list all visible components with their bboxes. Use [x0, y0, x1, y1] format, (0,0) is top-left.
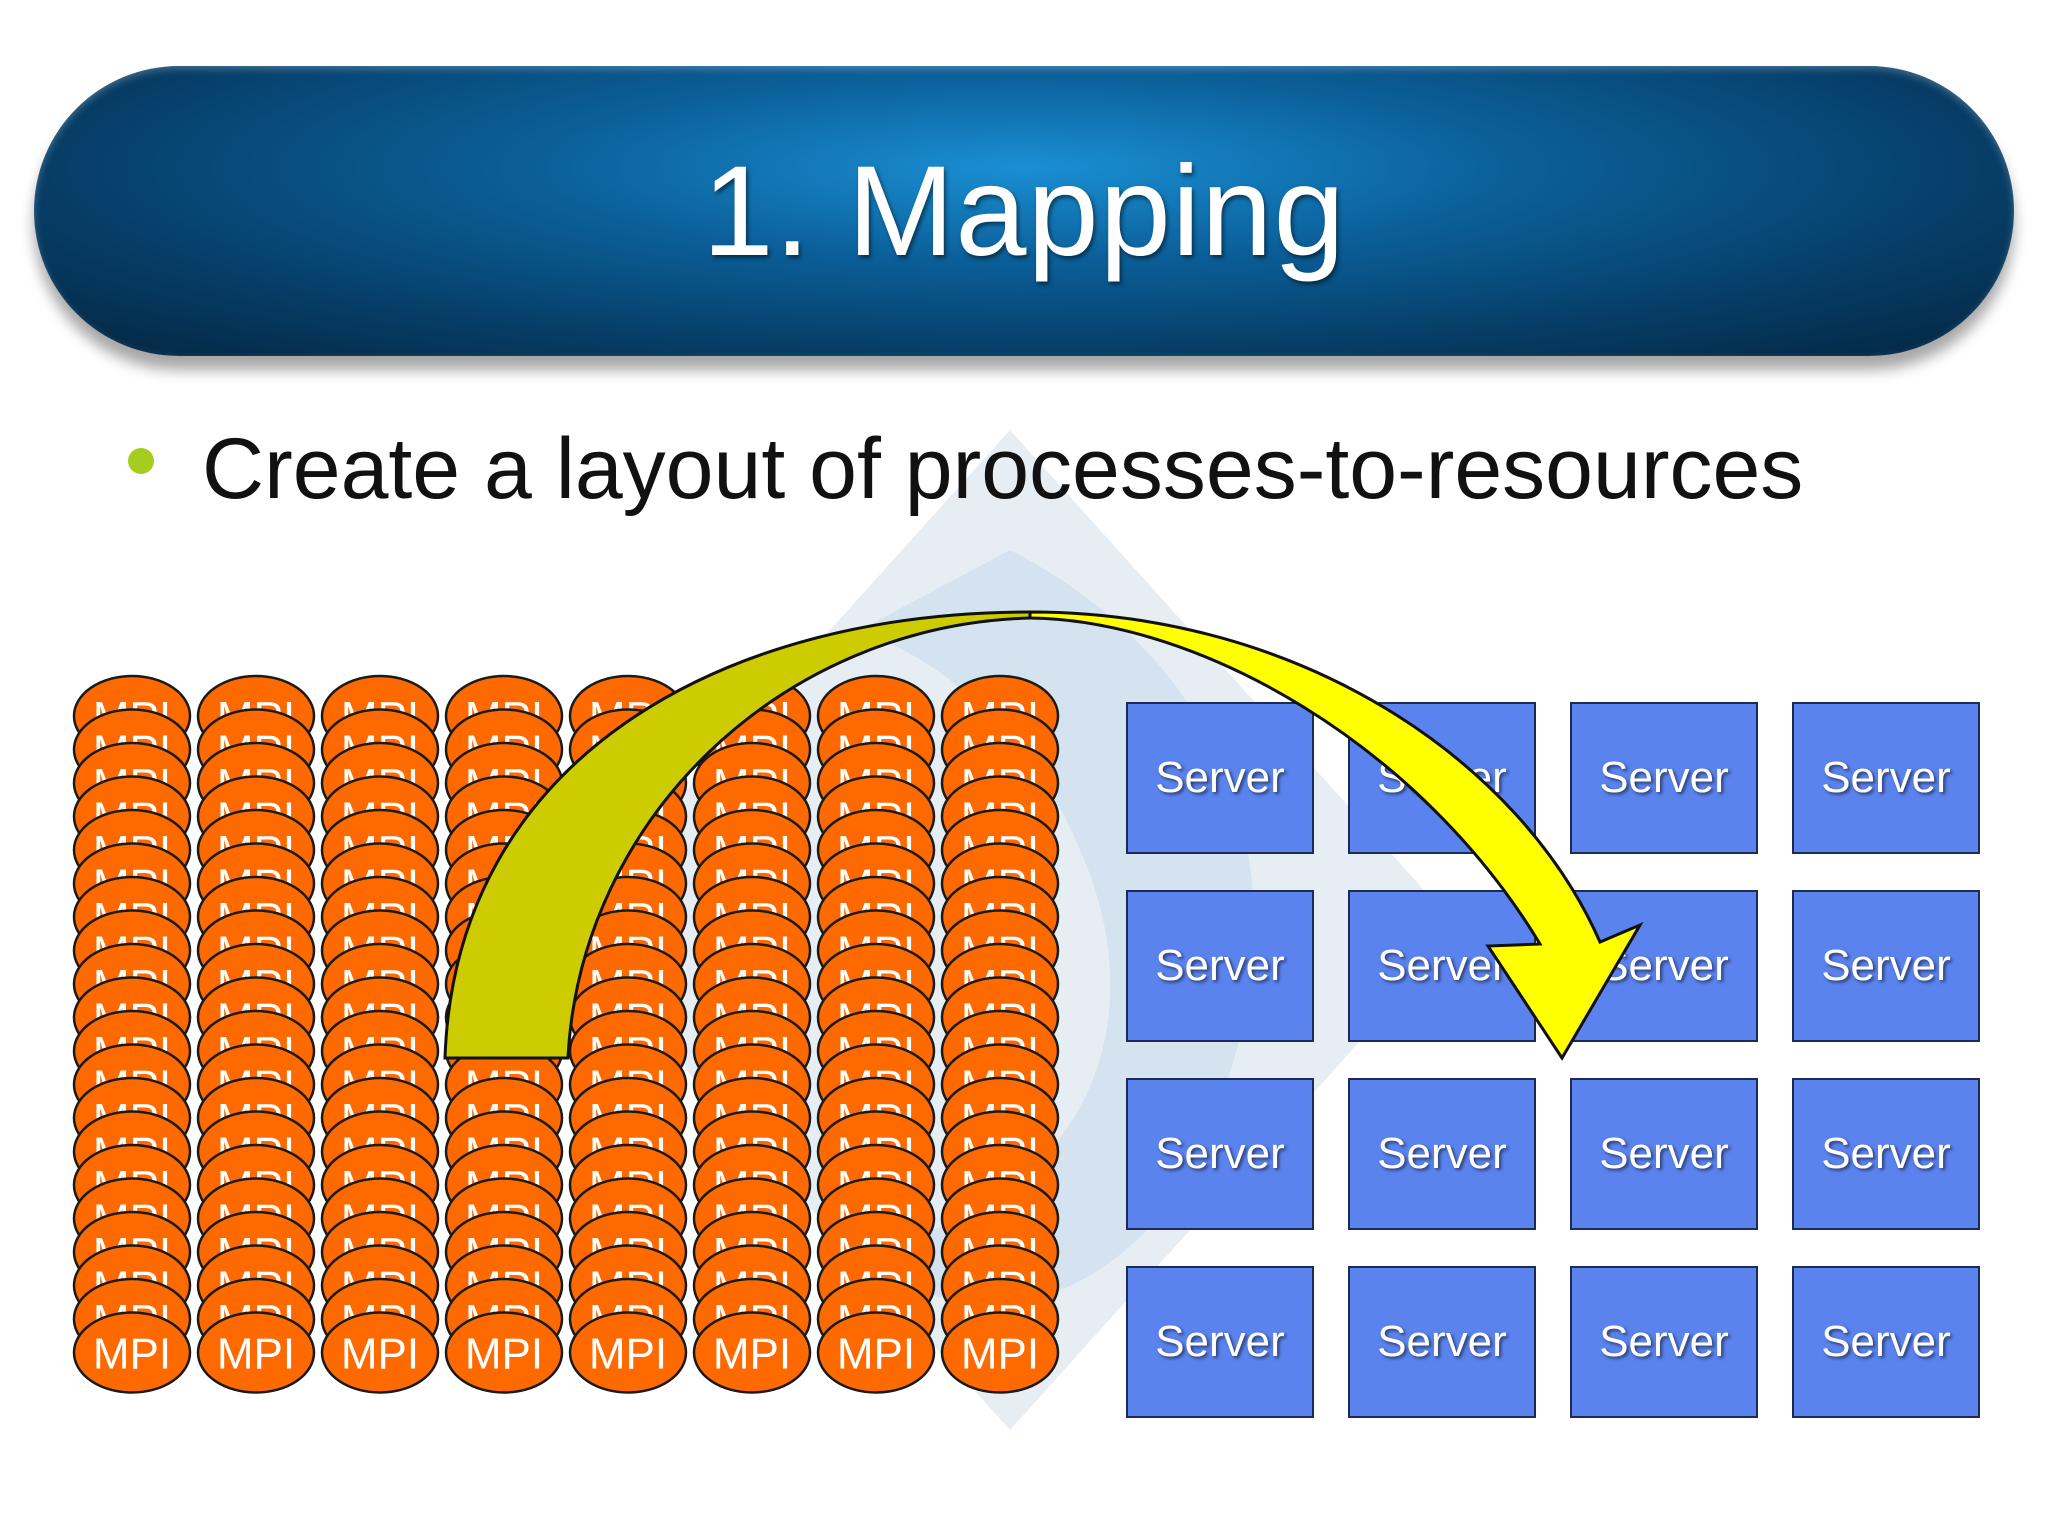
server-box: Server: [1348, 702, 1536, 854]
mpi-process-column: MPIMPIMPIMPIMPIMPIMPIMPIMPIMPIMPIMPIMPIM…: [320, 674, 440, 1394]
mpi-process-disc: MPI: [196, 1311, 316, 1394]
server-box: Server: [1126, 702, 1314, 854]
server-box: Server: [1792, 1266, 1980, 1418]
mpi-process-column: MPIMPIMPIMPIMPIMPIMPIMPIMPIMPIMPIMPIMPIM…: [568, 674, 688, 1394]
mpi-process-disc: MPI: [320, 1311, 440, 1394]
server-box: Server: [1570, 1078, 1758, 1230]
bullet-text: Create a layout of processes-to-resource…: [202, 421, 1804, 517]
mpi-process-disc: MPI: [444, 1311, 564, 1394]
mpi-process-disc: MPI: [72, 1311, 192, 1394]
mpi-label: MPI: [961, 1330, 1039, 1379]
mpi-label: MPI: [589, 1330, 667, 1379]
mpi-label: MPI: [93, 1330, 171, 1379]
server-box: Server: [1126, 1266, 1314, 1418]
bullet-dot-icon: [128, 447, 154, 474]
mpi-process-column: MPIMPIMPIMPIMPIMPIMPIMPIMPIMPIMPIMPIMPIM…: [692, 674, 812, 1394]
server-box: Server: [1348, 1266, 1536, 1418]
mpi-process-column: MPIMPIMPIMPIMPIMPIMPIMPIMPIMPIMPIMPIMPIM…: [444, 674, 564, 1394]
mpi-process-disc: MPI: [692, 1311, 812, 1394]
mpi-process-disc: MPI: [940, 1311, 1060, 1394]
server-box: Server: [1126, 890, 1314, 1042]
mpi-label: MPI: [713, 1330, 791, 1379]
title-bar: 1. Mapping: [34, 66, 2014, 356]
server-box: Server: [1792, 1078, 1980, 1230]
mpi-process-disc: MPI: [568, 1311, 688, 1394]
mpi-process-disc: MPI: [816, 1311, 936, 1394]
mpi-process-column: MPIMPIMPIMPIMPIMPIMPIMPIMPIMPIMPIMPIMPIM…: [72, 674, 192, 1394]
mpi-label: MPI: [837, 1330, 915, 1379]
mpi-process-column: MPIMPIMPIMPIMPIMPIMPIMPIMPIMPIMPIMPIMPIM…: [196, 674, 316, 1394]
server-box: Server: [1126, 1078, 1314, 1230]
mpi-label: MPI: [465, 1330, 543, 1379]
server-box: Server: [1792, 702, 1980, 854]
mpi-process-column: MPIMPIMPIMPIMPIMPIMPIMPIMPIMPIMPIMPIMPIM…: [940, 674, 1060, 1394]
server-box: Server: [1570, 890, 1758, 1042]
server-box: Server: [1570, 702, 1758, 854]
server-box: Server: [1570, 1266, 1758, 1418]
slide-title: 1. Mapping: [702, 139, 1346, 283]
bullet-item: Create a layout of processes-to-resource…: [128, 420, 1803, 519]
mpi-process-stack: MPIMPIMPIMPIMPIMPIMPIMPIMPIMPIMPIMPIMPIM…: [72, 674, 1060, 1394]
mpi-label: MPI: [217, 1330, 295, 1379]
server-box: Server: [1792, 890, 1980, 1042]
mpi-label: MPI: [341, 1330, 419, 1379]
server-box: Server: [1348, 890, 1536, 1042]
mpi-process-column: MPIMPIMPIMPIMPIMPIMPIMPIMPIMPIMPIMPIMPIM…: [816, 674, 936, 1394]
server-box: Server: [1348, 1078, 1536, 1230]
